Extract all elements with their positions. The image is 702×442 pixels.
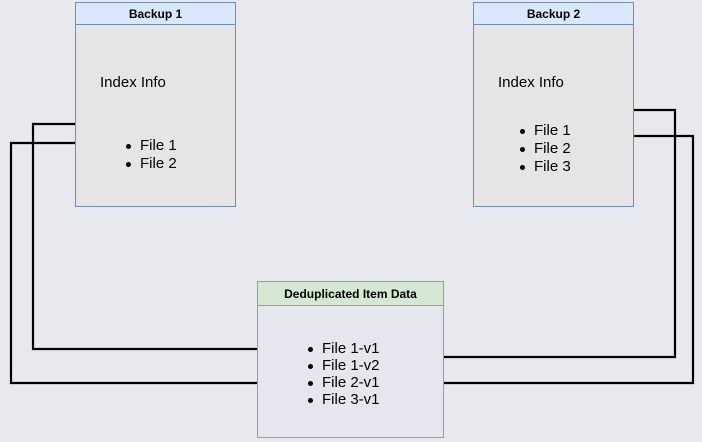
backup-2-file-item[interactable]: File 1 bbox=[518, 122, 571, 140]
node-deduplicated-item-data[interactable]: Deduplicated Item Data File 1-v1 File 1-… bbox=[257, 281, 444, 438]
backup-2-index-info-label: Index Info bbox=[498, 74, 564, 91]
backup-1-index-info-label: Index Info bbox=[100, 74, 166, 91]
node-dedup-title: Deduplicated Item Data bbox=[258, 282, 443, 306]
dedup-file-item[interactable]: File 3-v1 bbox=[306, 391, 380, 408]
node-dedup-body: File 1-v1 File 1-v2 File 2-v1 File 3-v1 bbox=[258, 306, 443, 437]
backup-1-file-item[interactable]: File 1 bbox=[124, 137, 177, 155]
backup-2-file-list: File 1 File 2 File 3 bbox=[518, 122, 571, 176]
dedup-file-list: File 1-v1 File 1-v2 File 2-v1 File 3-v1 bbox=[306, 340, 380, 408]
backup-2-file-item[interactable]: File 2 bbox=[518, 140, 571, 158]
node-backup-1-title: Backup 1 bbox=[76, 3, 235, 25]
node-backup-2-body: Index Info File 1 File 2 File 3 bbox=[474, 25, 633, 206]
node-backup-2[interactable]: Backup 2 Index Info File 1 File 2 File 3 bbox=[473, 2, 634, 207]
node-backup-1[interactable]: Backup 1 Index Info File 1 File 2 bbox=[75, 2, 236, 207]
node-backup-2-title: Backup 2 bbox=[474, 3, 633, 25]
backup-2-file-item[interactable]: File 3 bbox=[518, 158, 571, 176]
backup-1-file-item[interactable]: File 2 bbox=[124, 155, 177, 173]
dedup-file-item[interactable]: File 1-v1 bbox=[306, 340, 380, 357]
dedup-file-item[interactable]: File 2-v1 bbox=[306, 374, 380, 391]
backup-1-file-list: File 1 File 2 bbox=[124, 137, 177, 173]
node-backup-1-body: Index Info File 1 File 2 bbox=[76, 25, 235, 206]
dedup-file-item[interactable]: File 1-v2 bbox=[306, 357, 380, 374]
